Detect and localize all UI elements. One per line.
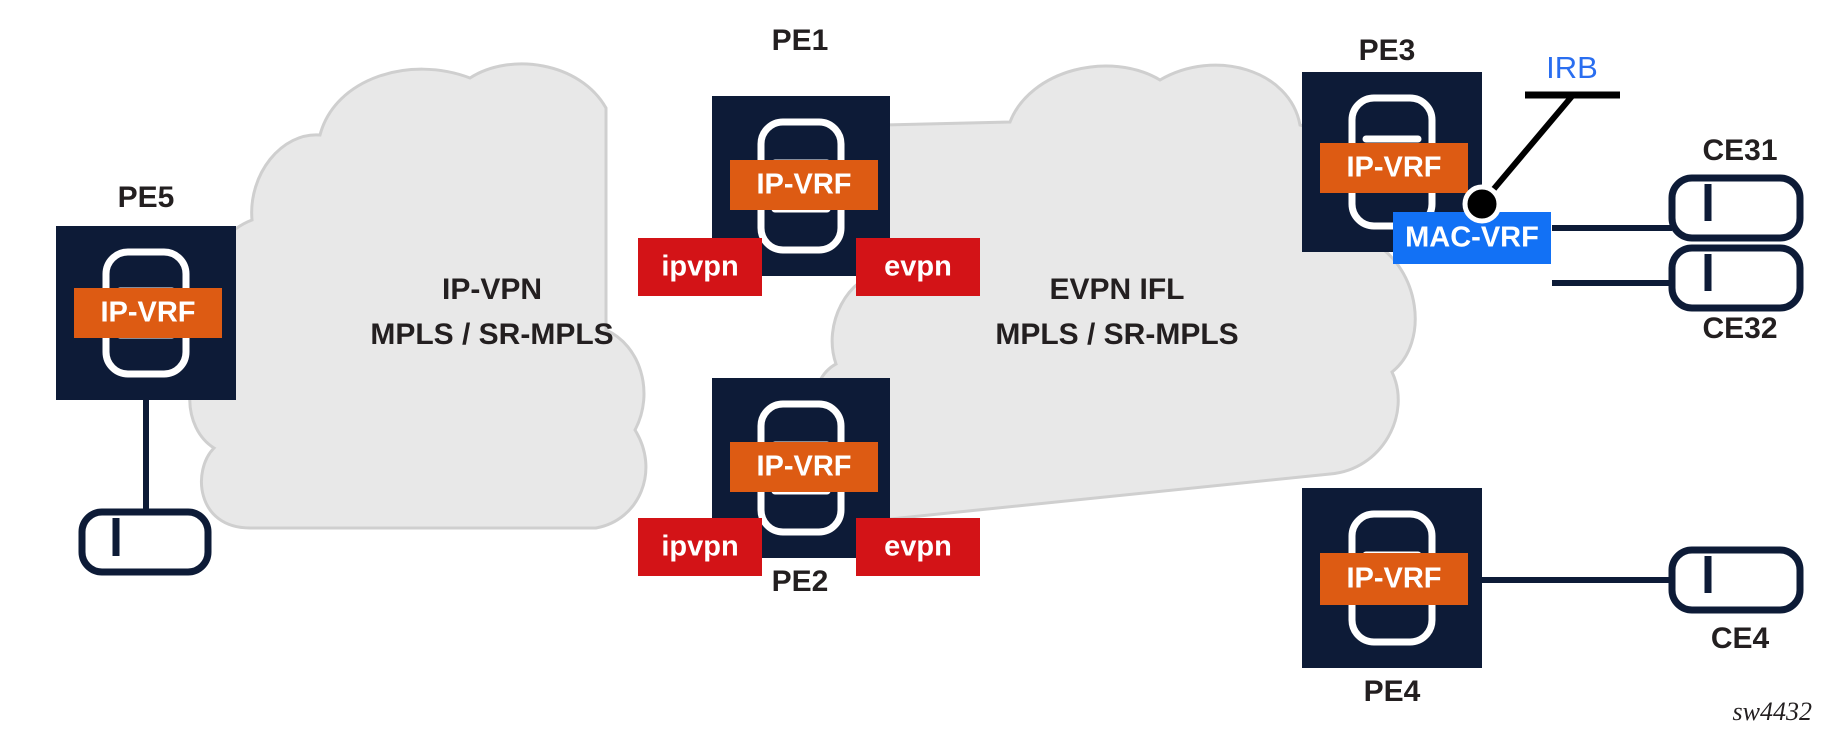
node-ce4[interactable]: CE4 bbox=[1668, 546, 1804, 655]
pe4-ip-vrf-chip-label: IP-VRF bbox=[1346, 563, 1441, 595]
pe1-evpn-tag-label: evpn bbox=[884, 251, 952, 283]
node-ce5[interactable] bbox=[78, 508, 212, 576]
pe2-evpn-tag-label: evpn bbox=[884, 531, 952, 563]
evpn-ifl-cloud-label-line2: MPLS / SR-MPLS bbox=[995, 318, 1238, 351]
irb-annotation: IRB bbox=[1462, 50, 1620, 224]
pe5-ip-vrf-chip-label: IP-VRF bbox=[100, 297, 195, 329]
pe1-ip-vrf-chip-label: IP-VRF bbox=[756, 169, 851, 201]
node-pe3-label: PE3 bbox=[1359, 34, 1416, 67]
node-ce32[interactable]: CE32 bbox=[1668, 244, 1804, 345]
pe2-ipvpn-tag-label: ipvpn bbox=[661, 531, 738, 563]
evpn-ifl-cloud-label-line1: EVPN IFL bbox=[1049, 273, 1184, 306]
node-pe5-label: PE5 bbox=[118, 181, 175, 214]
pe1-ipvpn-tag bbox=[638, 238, 762, 296]
pe1-evpn-tag bbox=[856, 238, 980, 296]
node-ce31-label: CE31 bbox=[1702, 134, 1777, 167]
watermark: sw4432 bbox=[1733, 697, 1812, 726]
node-pe5[interactable]: PE5 IP-VRF bbox=[56, 181, 236, 400]
pe3-ip-vrf-chip-label: IP-VRF bbox=[1346, 152, 1441, 184]
node-ce4-label: CE4 bbox=[1711, 622, 1770, 655]
node-pe2[interactable]: IP-VRF ipvpn evpn PE2 bbox=[638, 378, 980, 598]
node-pe4[interactable]: IP-VRF PE4 bbox=[1302, 488, 1482, 708]
pe4-ip-vrf-chip bbox=[1320, 553, 1468, 605]
ce4-icon bbox=[1668, 546, 1804, 614]
pe5-ip-vrf-chip bbox=[74, 288, 222, 338]
node-pe1-label: PE1 bbox=[772, 24, 829, 57]
pe2-ip-vrf-chip bbox=[730, 442, 878, 492]
pe2-ipvpn-tag bbox=[638, 518, 762, 576]
pe3-mac-vrf-chip-label: MAC-VRF bbox=[1405, 222, 1539, 254]
ip-vpn-cloud-label-line2: MPLS / SR-MPLS bbox=[370, 318, 613, 351]
ip-vpn-cloud-shape bbox=[188, 62, 648, 530]
node-ce31[interactable]: CE31 bbox=[1668, 134, 1804, 242]
ip-vpn-cloud: IP-VPN MPLS / SR-MPLS bbox=[188, 62, 648, 530]
irb-anchor-dot bbox=[1462, 184, 1502, 224]
node-pe1[interactable]: PE1 IP-VRF ipvpn evpn bbox=[638, 24, 980, 296]
ce31-icon bbox=[1668, 174, 1804, 242]
irb-leader-line bbox=[1479, 93, 1576, 205]
pe3-ip-vrf-chip bbox=[1320, 143, 1468, 193]
node-pe4-label: PE4 bbox=[1364, 675, 1421, 708]
irb-label: IRB bbox=[1546, 50, 1598, 85]
pe2-ip-vrf-chip-label: IP-VRF bbox=[756, 451, 851, 483]
node-pe3[interactable]: PE3 IP-VRF MAC-VRF bbox=[1302, 34, 1551, 264]
node-ce32-label: CE32 bbox=[1702, 312, 1777, 345]
ce5-icon bbox=[78, 508, 212, 576]
pe2-evpn-tag bbox=[856, 518, 980, 576]
ce32-icon bbox=[1668, 244, 1804, 312]
pe1-ip-vrf-chip bbox=[730, 160, 878, 210]
node-pe2-label: PE2 bbox=[772, 565, 829, 598]
evpn-ifl-cloud: EVPN IFL MPLS / SR-MPLS bbox=[811, 63, 1417, 522]
pe1-ipvpn-tag-label: ipvpn bbox=[661, 251, 738, 283]
ip-vpn-cloud-label-line1: IP-VPN bbox=[442, 273, 542, 306]
